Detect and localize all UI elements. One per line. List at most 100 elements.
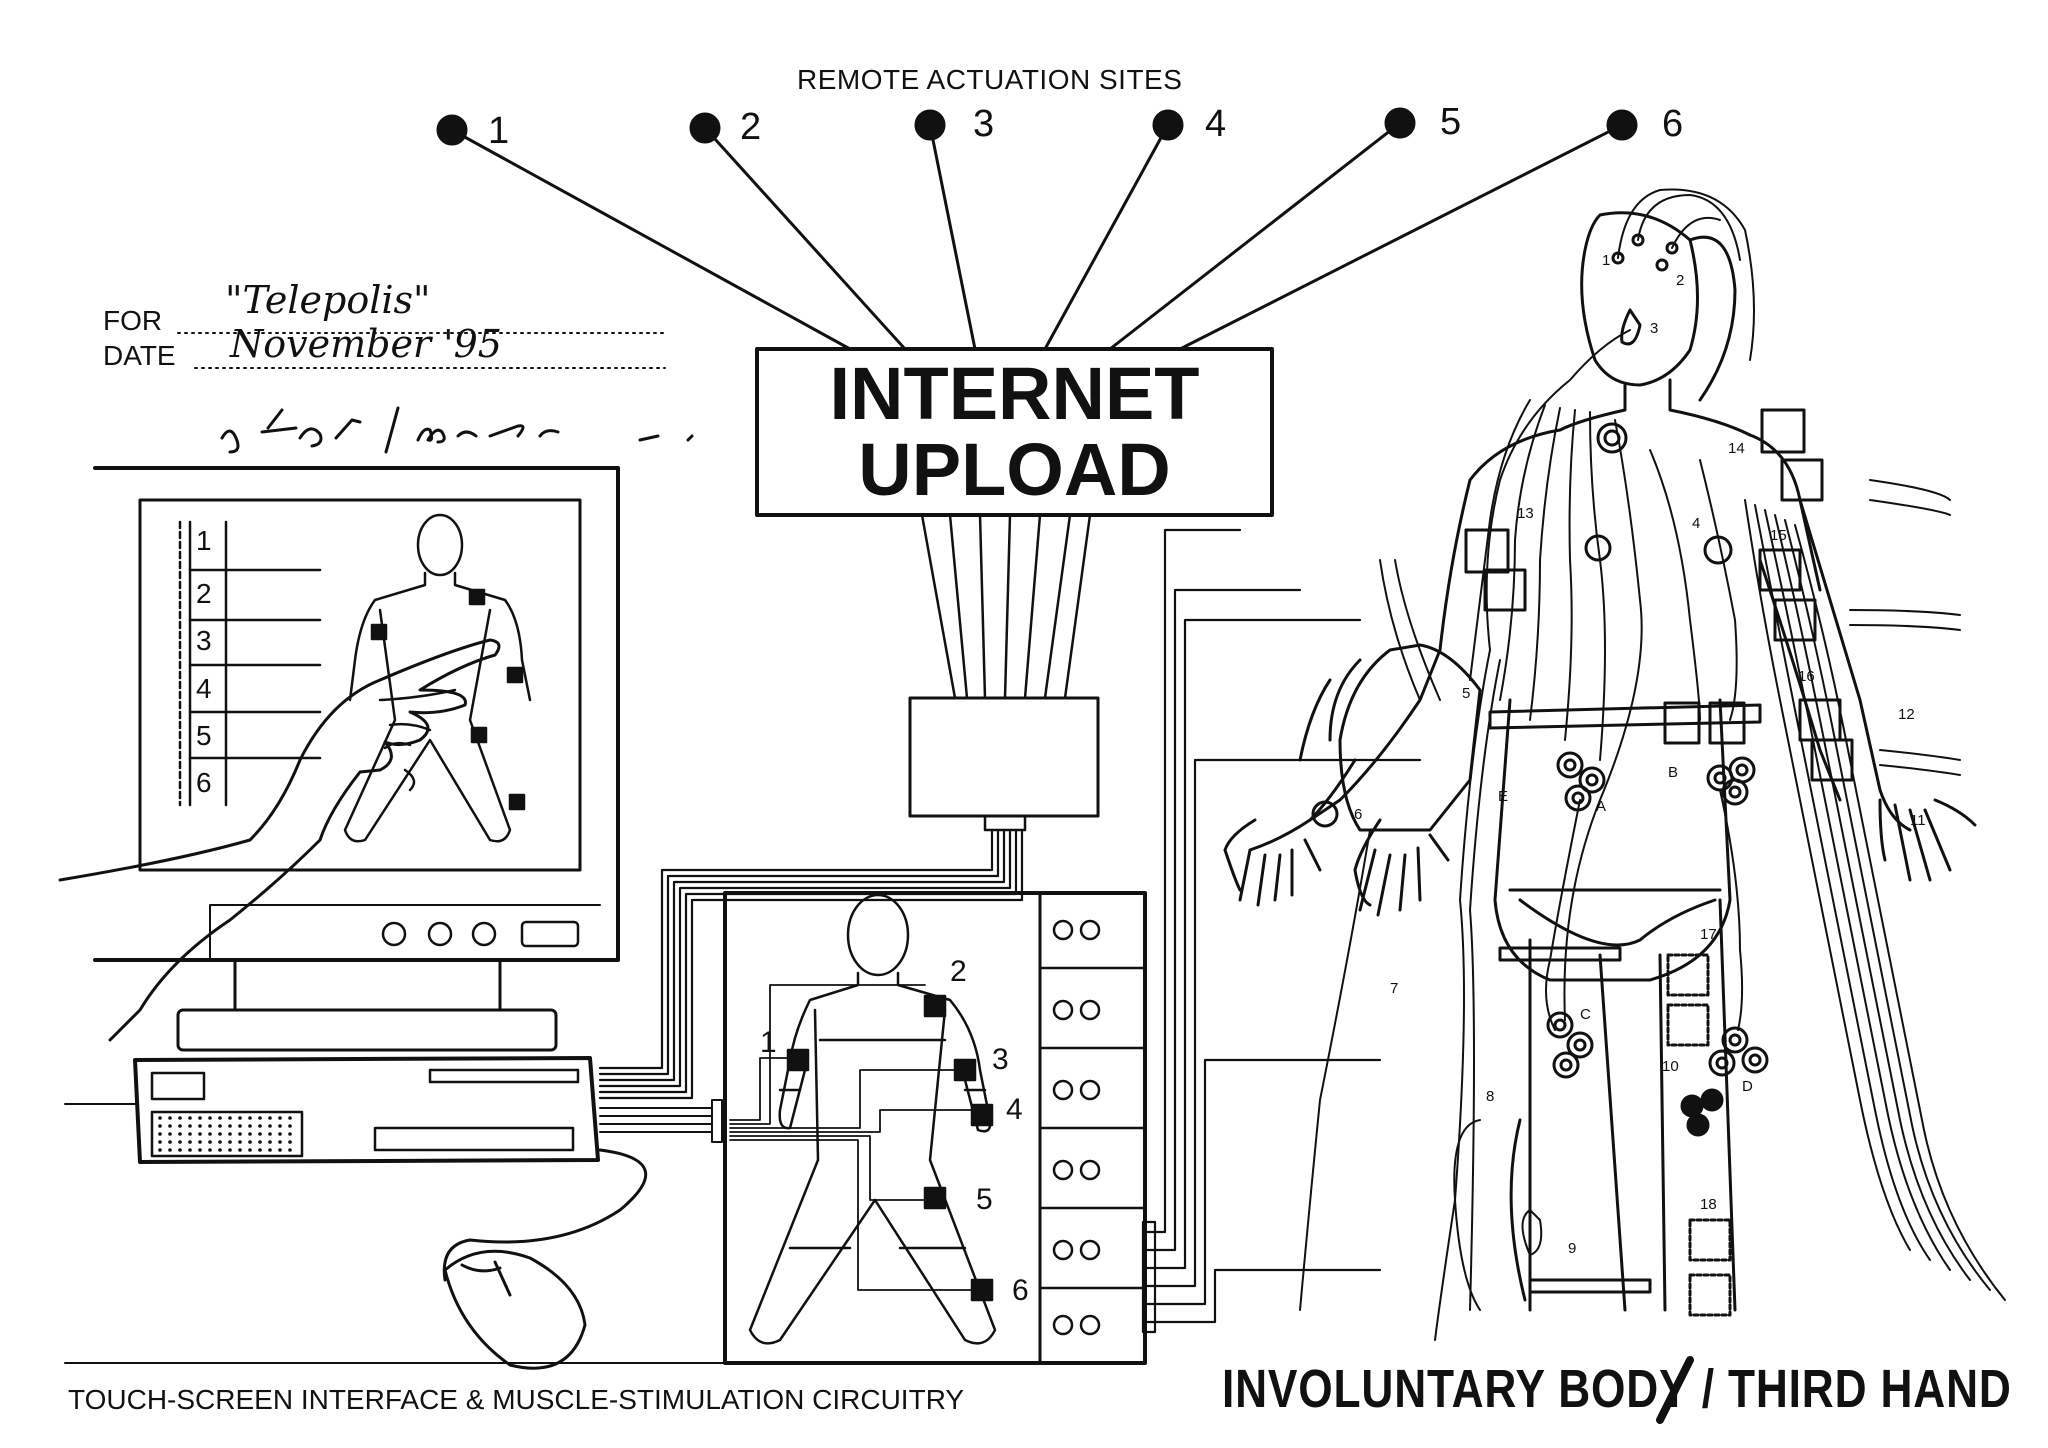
vent-dot: [258, 1116, 262, 1120]
vent-dot: [218, 1132, 222, 1136]
site-connectors: [450, 121, 1624, 351]
form-for-value: "Telepolis": [225, 278, 431, 322]
body-label-14: 14: [1728, 440, 1745, 457]
vent-dot: [228, 1148, 232, 1152]
vent-dot: [158, 1124, 162, 1128]
body-label-4: 4: [1692, 515, 1701, 532]
vent-dot: [238, 1148, 242, 1152]
vent-dot: [248, 1148, 252, 1152]
vent-dot: [238, 1132, 242, 1136]
body-label-18: 18: [1700, 1196, 1717, 1213]
vent-dot: [178, 1116, 182, 1120]
site-dots: [436, 107, 1638, 146]
vent-dot: [268, 1132, 272, 1136]
body-label-11: 11: [1910, 812, 1926, 829]
vent-dot: [288, 1124, 292, 1128]
body-label-9: 9: [1568, 1240, 1577, 1257]
switch-knob: [1079, 1239, 1101, 1261]
vent-dot: [198, 1124, 202, 1128]
upload-fan-lines: [920, 513, 1092, 700]
site-label-1: 1: [488, 110, 510, 152]
vent-dot: [168, 1140, 172, 1144]
vent-dot: [268, 1116, 272, 1120]
circuit-label-4: 4: [1006, 1093, 1023, 1126]
computer-circuit-cables: [599, 1099, 723, 1143]
circuit-label-1: 1: [760, 1026, 777, 1059]
vent-dot: [228, 1116, 232, 1120]
body-label-10: 10: [1662, 1058, 1679, 1075]
vent-dot: [208, 1124, 212, 1128]
vent-dot: [228, 1140, 232, 1144]
vent-dot: [218, 1124, 222, 1128]
site-label-2: 2: [740, 106, 762, 148]
form-lines: [177, 332, 666, 369]
vent-dot: [238, 1124, 242, 1128]
vent-dot: [218, 1148, 222, 1152]
switch-knob: [1052, 1159, 1074, 1181]
body-label-3: 3: [1650, 320, 1659, 337]
vent-dot: [278, 1148, 282, 1152]
vent-dot: [208, 1116, 212, 1120]
vent-dot: [178, 1124, 182, 1128]
vent-dot: [178, 1148, 182, 1152]
vent-dot: [258, 1148, 262, 1152]
vent-dot: [168, 1116, 172, 1120]
vent-dot: [278, 1116, 282, 1120]
circuit-switches: [1052, 919, 1101, 1336]
vent-dot: [248, 1116, 252, 1120]
vent-dot: [188, 1148, 192, 1152]
body-label-B: B: [1668, 764, 1679, 781]
screen-list-item-6: 6: [196, 767, 212, 798]
body-label-17: 17: [1700, 926, 1717, 943]
vent-dot: [258, 1132, 262, 1136]
screen-list-item-3: 3: [196, 625, 212, 656]
vent-dot: [208, 1148, 212, 1152]
vent-dot: [168, 1124, 172, 1128]
vent-dot: [218, 1140, 222, 1144]
body-label-6: 6: [1354, 806, 1363, 823]
body-label-D: D: [1742, 1078, 1753, 1095]
body-label-12: 12: [1898, 706, 1915, 723]
body-cables: [1299, 188, 2006, 1341]
circuit-label-5: 5: [976, 1183, 993, 1216]
vent-dot: [198, 1116, 202, 1120]
vent-dot: [268, 1140, 272, 1144]
circuit-label-6: 6: [1012, 1274, 1029, 1307]
switch-knob: [1052, 1314, 1074, 1336]
internet-upload-box: [755, 347, 1274, 517]
screen-list-item-5: 5: [196, 720, 212, 751]
vent-dot: [278, 1140, 282, 1144]
vent-dot: [208, 1132, 212, 1136]
circuit-body-cables: [1141, 528, 1422, 1334]
vent-dot: [258, 1140, 262, 1144]
body-label-16: 16: [1798, 668, 1815, 685]
screen-figure: [343, 513, 532, 843]
vent-dot: [288, 1148, 292, 1152]
screen-list-grid: [178, 520, 322, 807]
internet-upload-text: INTERNET UPLOAD: [757, 356, 1272, 508]
vent-dot: [158, 1116, 162, 1120]
vent-dot: [248, 1132, 252, 1136]
vent-dot: [268, 1124, 272, 1128]
circuit-wires: [729, 984, 973, 1291]
form-date-label: DATE: [103, 340, 176, 371]
body-illustration: [1223, 211, 1977, 1317]
computer-base: [133, 1056, 600, 1164]
vent-dot: [228, 1132, 232, 1136]
title-slash: [1656, 1356, 1694, 1424]
body-label-2: 2: [1676, 272, 1685, 289]
vent-dot: [158, 1132, 162, 1136]
vent-dot: [188, 1116, 192, 1120]
vent-dot: [158, 1140, 162, 1144]
monitor: [93, 466, 620, 1052]
switch-knob: [1052, 1239, 1074, 1261]
mouse: [442, 1148, 648, 1370]
vent-dot: [248, 1124, 252, 1128]
junction-box: [908, 696, 1100, 818]
vent-dot: [268, 1148, 272, 1152]
site-label-3: 3: [973, 103, 995, 145]
vent-dot: [198, 1132, 202, 1136]
body-label-13: 13: [1517, 505, 1534, 522]
